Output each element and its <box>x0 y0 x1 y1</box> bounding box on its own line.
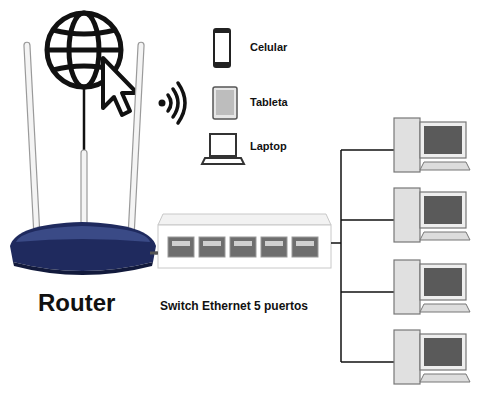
ethernet-cable <box>155 252 158 255</box>
pc-computers <box>394 118 470 384</box>
device-label: Tableta <box>250 96 288 109</box>
switch-node: Switch Ethernet 5 puertos <box>158 212 338 322</box>
tablet-icon <box>213 87 237 119</box>
cursor-arrow <box>103 58 137 115</box>
pc-wiring <box>331 150 394 362</box>
router-node: Router <box>8 38 155 323</box>
wifi-symbol <box>159 83 186 123</box>
phone-icon <box>213 28 231 68</box>
laptop-icon <box>202 134 244 164</box>
internet-line <box>83 88 86 150</box>
router-device <box>10 42 156 275</box>
device-label: Laptop <box>250 140 287 153</box>
device-label: Celular <box>250 41 287 54</box>
device-label: Router <box>38 289 115 317</box>
switch-device <box>158 214 331 268</box>
device-label: Switch Ethernet 5 puertos <box>160 300 308 314</box>
